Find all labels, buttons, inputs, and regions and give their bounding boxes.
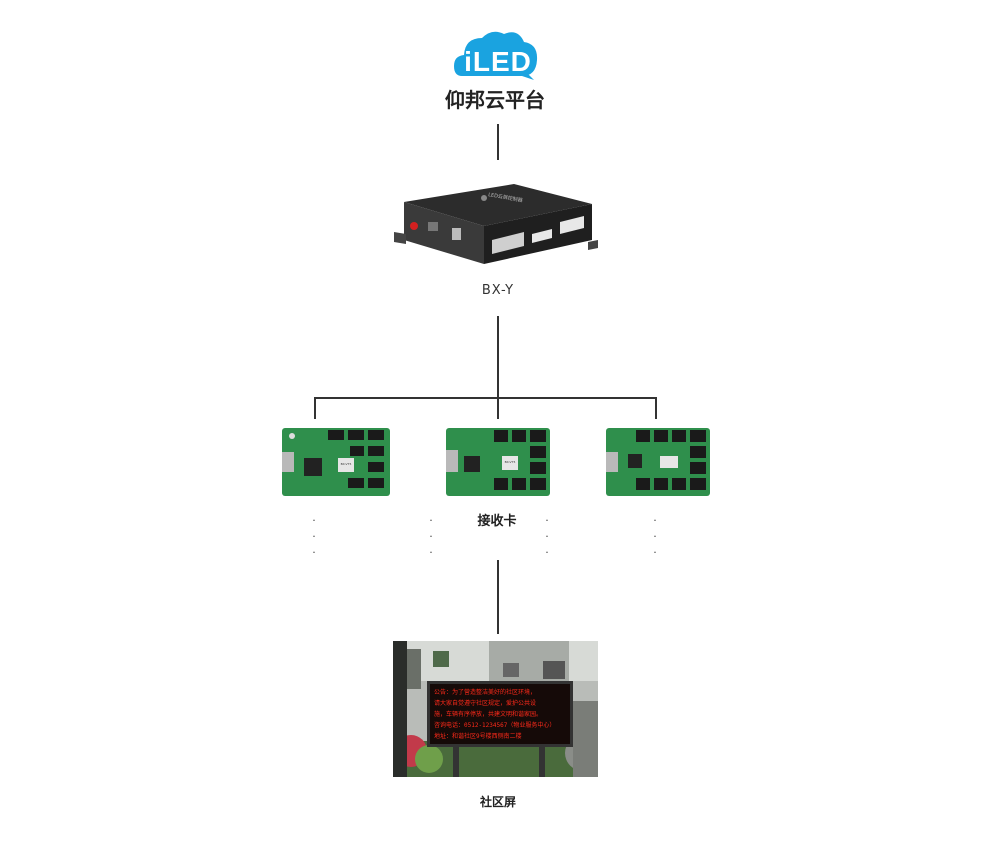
led-line: 请大家自觉遵守社区规定，爱护公共设 <box>434 700 537 707</box>
connector-horizontal <box>314 397 657 399</box>
led-line: 咨询电话：0512-1234567（物业服务中心） <box>434 722 556 729</box>
iled-logo: iLED <box>452 24 542 84</box>
ellipsis-center-right: . . . <box>545 511 549 556</box>
receiver-card-1: BX-V75 <box>282 428 390 496</box>
connector-right-drop <box>655 397 657 419</box>
controller-box-icon <box>394 184 598 264</box>
cloud-logo-icon <box>454 31 538 80</box>
logo-text: iLED <box>464 46 532 77</box>
led-line: 施，车辆有序停放，共建文明和谐家园。 <box>434 711 543 718</box>
receiver-chip-label: BX-V75 <box>504 460 516 464</box>
screen-label: 社区屏 <box>479 795 516 809</box>
receiver-label: 接收卡 <box>477 514 517 529</box>
receiver-card-3 <box>606 428 710 496</box>
connector-left-drop <box>314 397 316 419</box>
controller-label: BX-Y <box>481 283 515 298</box>
led-sign: 公告：为了营造整洁美好的社区环境， 请大家自觉遵守社区规定，爱护公共设 施，车辆… <box>427 681 573 747</box>
connector-middle <box>497 316 499 398</box>
connector-top <box>497 124 499 160</box>
controller-device: LED云屏控制器 <box>392 182 600 272</box>
ellipsis-center-left: . . . <box>429 511 433 556</box>
sign-post <box>539 745 545 777</box>
sign-post <box>453 745 459 777</box>
led-line: 地址：和谐社区9号楼西侧南二楼 <box>434 733 522 740</box>
ellipsis-right: . . . <box>653 511 657 556</box>
connector-center-drop <box>497 397 499 419</box>
connector-bottom <box>497 560 499 634</box>
led-line: 公告：为了营造整洁美好的社区环境， <box>434 689 537 696</box>
pcb-icon <box>446 428 550 496</box>
receiver-chip-label: BX-V75 <box>340 462 352 466</box>
ellipsis-left: . . . <box>312 511 316 556</box>
platform-title: 仰邦云平台 <box>445 88 545 112</box>
receiver-card-2: BX-V75 <box>446 428 550 496</box>
community-screen-photo: 公告：为了营造整洁美好的社区环境， 请大家自觉遵守社区规定，爱护公共设 施，车辆… <box>393 641 598 777</box>
pcb-icon <box>606 428 710 496</box>
pcb-icon <box>282 428 390 496</box>
